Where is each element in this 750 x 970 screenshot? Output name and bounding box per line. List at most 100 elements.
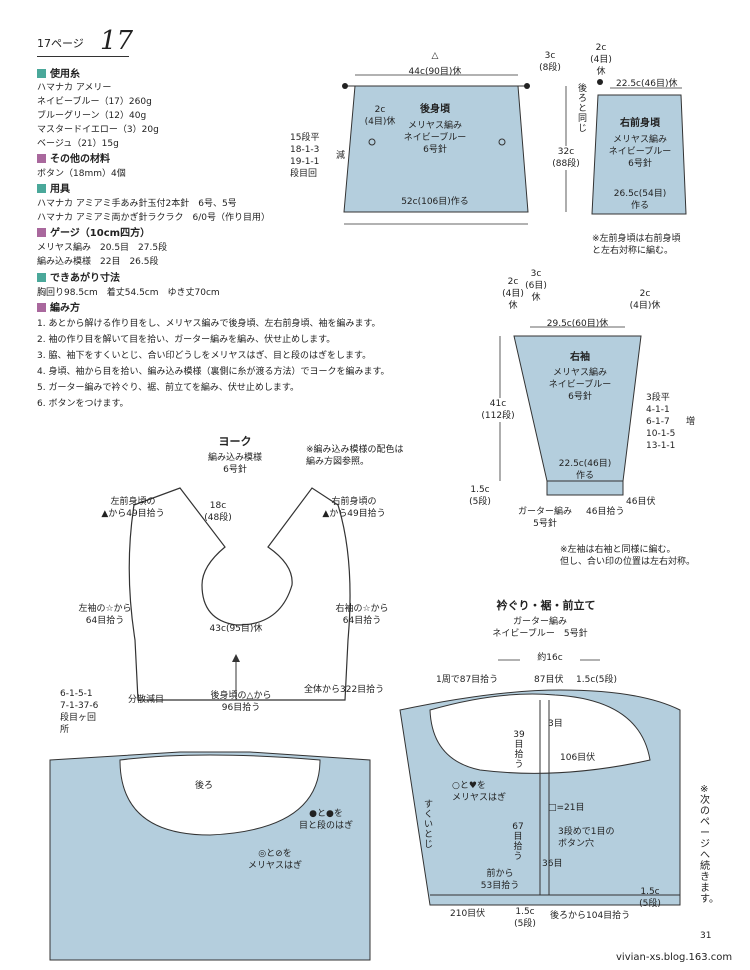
back-decrease: 15段平 18-1-3 19-1-1 段目回 xyxy=(290,133,320,179)
section-yarn-title: 使用糸 xyxy=(37,68,80,82)
section-method-title: 編み方 xyxy=(37,302,80,316)
yoke-note: ※編み込み模様の配色は 編み方図参照。 xyxy=(306,445,404,467)
rf-top-dim: 22.5c(46目)休 xyxy=(616,79,678,89)
gauge-line: メリヤス編み 20.5目 27.5段 xyxy=(37,243,168,253)
tools-line: ハマナカ アミアミ手あみ針玉付2本針 6号、5号 xyxy=(37,199,237,209)
back-bottom-dim: 52c(106目)作る xyxy=(401,197,469,207)
back-needle: 6号針 xyxy=(423,145,447,155)
border-width: 約16c xyxy=(520,652,580,664)
yoke-left-front-pick: 左前身頃の ▲から49目拾う xyxy=(101,497,165,519)
yoke-neck-rest: 43c(95目)休 xyxy=(209,624,263,634)
yoke-shape xyxy=(128,487,351,701)
rf-top-rest: 2c (4目) 休 xyxy=(590,43,612,77)
square-icon xyxy=(37,184,46,193)
other-line: ボタン（18mm）4個 xyxy=(37,169,126,179)
border-106: 106目伏 xyxy=(560,753,596,763)
seam-note-1: ●と●を 目と段のはぎ xyxy=(298,809,353,831)
tools-line: ハマナカ アミアミ両かぎ針ラクラク 6/0号（作り目用） xyxy=(37,213,270,223)
yoke-stitch: 編み込み模様 xyxy=(207,453,262,463)
yoke-title: ヨーク xyxy=(218,435,252,448)
yarn-line: ベージュ（21）15g xyxy=(37,139,119,149)
sleeve-cuff xyxy=(546,480,624,496)
sleeve-increase: 3段平 4-1-1 6-1-7 10-1-5 13-1-1 xyxy=(646,393,676,451)
square-icon xyxy=(37,273,46,282)
rf-color: ネイビーブルー xyxy=(608,147,672,157)
page-number-large: 17 xyxy=(100,26,134,56)
back-color: ネイビーブルー xyxy=(403,133,467,143)
method-step: 6. ボタンをつけます。 xyxy=(37,399,129,409)
rf-row3: 3c (8段) xyxy=(539,51,561,73)
footer-credit: vivian-xs.blog.163.com xyxy=(616,952,733,963)
sleeve-top-dim: 29.5c(60目)休 xyxy=(546,319,609,329)
rf-stitch: メリヤス編み xyxy=(612,135,667,145)
section-tools-title: 用具 xyxy=(37,183,70,197)
yoke-left-sleeve-pick: 左袖の☆から 64目拾う xyxy=(78,604,132,626)
square-icon xyxy=(37,69,46,78)
rf-needle: 6号針 xyxy=(628,159,652,169)
sleeve-needle: 6号針 xyxy=(568,392,592,402)
section-size-title: できあがり寸法 xyxy=(37,272,120,286)
sleeve-color: ネイビーブルー xyxy=(548,380,612,390)
sleeve-bind-off: 46目伏 xyxy=(626,497,656,507)
back-decrease-label: 減 xyxy=(336,151,346,161)
border-21: □=21目 xyxy=(548,803,585,813)
square-icon xyxy=(37,228,46,237)
bullet-icon xyxy=(524,83,530,89)
rf-bottom-dim: 26.5c(54目) 作る xyxy=(613,189,667,211)
border-36: 36目 xyxy=(542,859,563,869)
yarn-line: ネイビーブルー（17）260g xyxy=(37,97,152,107)
sleeve-top-center-rest: 3c (6目) 休 xyxy=(525,269,547,303)
sleeve-title: 右袖 xyxy=(570,352,590,363)
border-buttonhole: 3段めで1目の ボタン穴 xyxy=(558,827,615,849)
back-yoke-area xyxy=(119,754,321,836)
back-title: 後身頃 xyxy=(420,104,450,115)
page-label: 17ページ xyxy=(37,37,84,50)
square-icon xyxy=(37,154,46,163)
border-hagi-note: ○と♥を メリヤスはぎ xyxy=(452,781,507,803)
yoke-back-pick: 後身頃の△から 96目拾う xyxy=(210,691,272,713)
sleeve-top-right-rest: 2c (4目)休 xyxy=(629,289,661,311)
section-gauge-title: ゲージ（10cm四方） xyxy=(37,227,150,241)
section-other-title: その他の材料 xyxy=(37,153,110,167)
method-step: 5. ガーター編みで衿ぐり、裾、前立てを編み、伏せ止めします。 xyxy=(37,383,300,393)
sleeve-increase-label: 増 xyxy=(686,417,696,427)
rf-length: 32c (88段) xyxy=(546,146,586,170)
continue-note: ※次のページへ続きます。 xyxy=(700,784,719,905)
circle-marker-icon xyxy=(498,138,506,146)
rf-title: 右前身頃 xyxy=(620,118,660,129)
size-line: 胸回り98.5cm 着丈54.5cm ゆき丈70cm xyxy=(37,288,220,298)
border-front-pick: 前から 53目拾う xyxy=(480,869,520,891)
page-number: 31 xyxy=(700,931,712,941)
yoke-decrease-label: 分散減目 xyxy=(128,695,165,705)
heart-marker-icon xyxy=(597,79,603,85)
yoke-right-sleeve-pick: 右袖の☆から 64目拾う xyxy=(335,604,389,626)
circle-marker-icon xyxy=(368,138,376,146)
border-bottom-height: 1.5c (5段) xyxy=(514,907,536,929)
sleeve-garter: ガーター編み 5号針 xyxy=(517,507,572,529)
back-stitch: メリヤス編み xyxy=(407,121,462,131)
border-sukui-note: すくいとじ xyxy=(424,800,434,850)
sleeve-bottom-dim: 22.5c(46目) 作る xyxy=(558,459,612,481)
back-side-rest: 2c (4目)休 xyxy=(364,105,396,127)
back-label: 後ろ xyxy=(195,781,214,791)
back-top-dim: 44c(90目)休 xyxy=(408,67,462,77)
sleeve-note: ※左袖は右袖と同様に編む。 但し、合い印の位置は左右対称。 xyxy=(560,545,696,567)
right-front-shape xyxy=(591,94,687,215)
seam-note-2: ◎と⊘を メリヤスはぎ xyxy=(247,849,302,871)
border-3st: 3目 xyxy=(548,719,563,729)
rf-note: ※左前身頃は右前身頃 と左右対称に編む。 xyxy=(592,234,681,256)
border-neck-height: 1.5c(5段) xyxy=(576,675,618,685)
yoke-total-pick: 全体から322目拾う xyxy=(304,685,385,695)
border-side-height: 1.5c (5段) xyxy=(639,887,661,909)
border-neck-bind: 87目伏 xyxy=(534,675,564,685)
border-210: 210目伏 xyxy=(450,909,486,919)
sleeve-garter-height: 1.5c (5段) xyxy=(469,485,491,507)
yoke-decrease: 6-1-5-1 7-1-37-6 段目ヶ回 所 xyxy=(60,689,99,735)
method-step: 1. あとから解ける作り目をし、メリヤス編みで後身頃、左右前身頃、袖を編みます。 xyxy=(37,319,381,329)
yoke-needle: 6号針 xyxy=(223,465,247,475)
border-color-needle: ネイビーブルー 5号針 xyxy=(492,629,588,639)
border-neck-pick: 1周で87目拾う xyxy=(436,675,499,685)
sleeve-length: 41c (112段) xyxy=(478,398,518,422)
back-body-shape xyxy=(343,85,529,213)
